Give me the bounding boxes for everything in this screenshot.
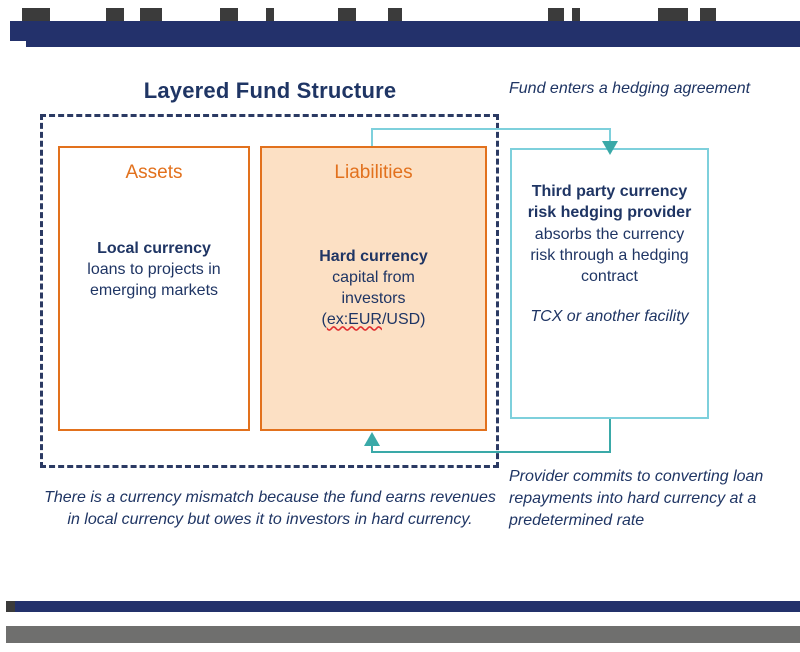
page-title: Layered Fund Structure [143,78,397,103]
annotation-provider-commitment: Provider commits to converting loan repa… [509,468,764,529]
liabilities-example-open: ( [321,311,327,329]
assets-box: Assets Local currency loans to projects … [58,146,250,431]
cropped-text-fragments [0,0,800,30]
footer-bar-gray [6,626,800,643]
assets-heading: Assets [125,162,183,183]
liabilities-body-line1: capital from [332,269,415,287]
annotation-hedging-agreement: Fund enters a hedging agreement [509,80,751,97]
footer-bar-navy [6,601,800,612]
liabilities-box: Liabilities Hard currency capital from i… [260,146,487,431]
liabilities-body-line2: investors [341,290,406,308]
liabilities-example-close: /USD) [381,311,426,329]
footer-bar-navy-stub [6,601,15,612]
assets-body: Local currency loans to projects in emer… [60,238,248,301]
provider-body-text: absorbs the currency risk through a hedg… [530,225,689,286]
annotation-currency-mismatch: There is a currency mismatch because the… [44,489,496,528]
liabilities-strong-label: Hard currency [319,248,428,265]
hedging-provider-box: Third party currency risk hedging provid… [510,148,709,419]
provider-description: Third party currency risk hedging provid… [522,181,697,287]
provider-strong-label: Third party currency risk hedging provid… [527,183,692,222]
header-bar [26,21,800,47]
liabilities-example-misspelled: ex:EUR [326,311,382,329]
assets-strong-label: Local currency [97,240,211,257]
provider-facility-note: TCX or another facility [530,308,689,326]
header-bar-left-stub [10,21,28,41]
fund-boundary-dashed [40,114,499,468]
liabilities-heading: Liabilities [334,162,413,183]
liabilities-body: Hard currency capital from investors (ex… [262,246,485,330]
assets-body-text: loans to projects in emerging markets [87,261,221,300]
